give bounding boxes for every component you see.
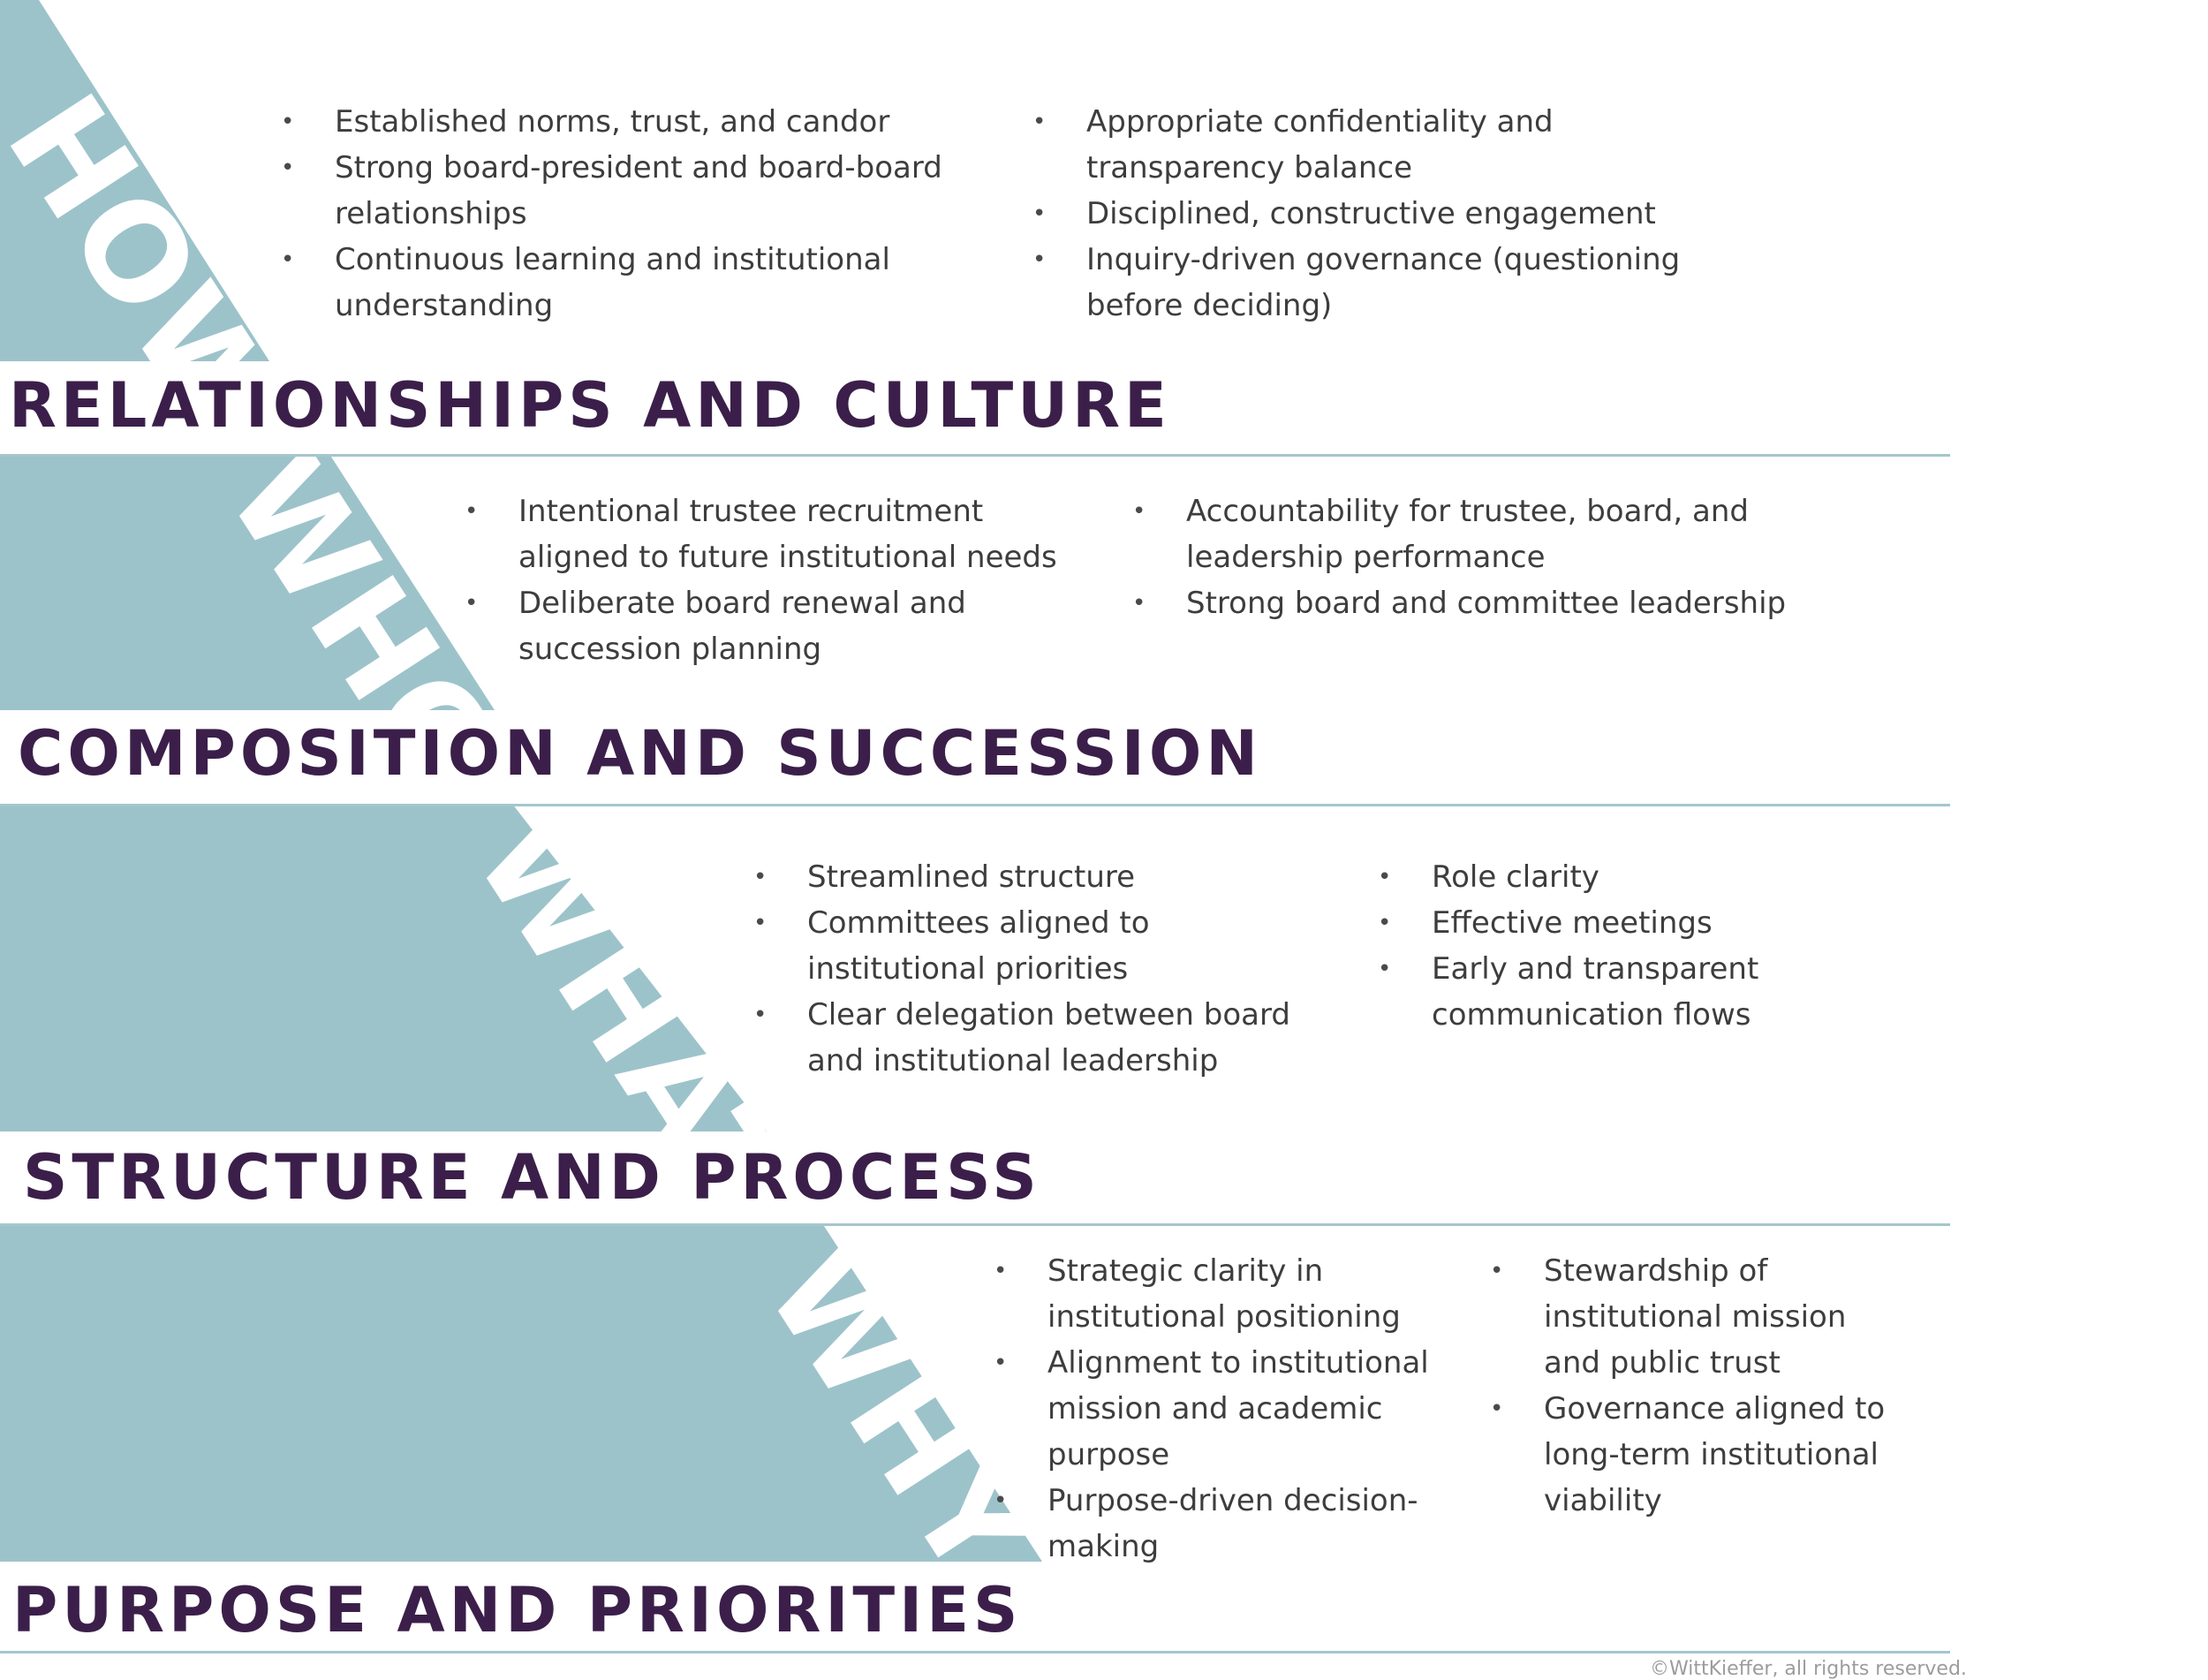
list-item: Effective meetings xyxy=(1378,900,1872,946)
band-divider xyxy=(0,1223,1950,1226)
list-item: Appropriate confidentiality and transpar… xyxy=(1032,99,1757,191)
list-item: Streamlined structure xyxy=(753,854,1319,900)
band-title-composition: COMPOSITION AND SUCCESSION xyxy=(18,717,1262,790)
purpose-bullets-left: Strategic clarity in institutional posit… xyxy=(994,1248,1488,1570)
band-shape-purpose xyxy=(0,1226,1042,1562)
composition-bullets-left: Intentional trustee recruitment aligned … xyxy=(465,488,1065,672)
list-item: Established norms, trust, and candor xyxy=(281,99,979,145)
list-item: Strategic clarity in institutional posit… xyxy=(994,1248,1488,1340)
band-divider xyxy=(0,1651,1950,1654)
band-title-relationships: RELATIONSHIPS AND CULTURE xyxy=(9,369,1171,442)
composition-bullets-right: Accountability for trustee, board, and l… xyxy=(1132,488,1839,626)
list-item: Strong board-president and board-board r… xyxy=(281,145,979,237)
list-item: Deliberate board renewal and succession … xyxy=(465,580,1065,672)
relationships-bullets-left: Established norms, trust, and candor Str… xyxy=(281,99,979,329)
list-item: Governance aligned to long-term institut… xyxy=(1490,1386,1949,1524)
list-item: Committees aligned to institutional prio… xyxy=(753,900,1319,992)
structure-bullets-right: Role clarity Effective meetings Early an… xyxy=(1378,854,1872,1038)
list-item: Role clarity xyxy=(1378,854,1872,900)
band-shape-structure xyxy=(0,804,767,1131)
band-shape-composition xyxy=(0,454,495,710)
list-item: Inquiry-driven governance (questioning b… xyxy=(1032,237,1757,329)
list-item: Clear delegation between board and insti… xyxy=(753,992,1319,1084)
structure-bullets-left: Streamlined structure Committees aligned… xyxy=(753,854,1319,1084)
purpose-bullets-right: Stewardship of institutional mission and… xyxy=(1490,1248,1949,1524)
relationships-bullets-right: Appropriate confidentiality and transpar… xyxy=(1032,99,1757,329)
list-item: Stewardship of institutional mission and… xyxy=(1490,1248,1949,1386)
list-item: Disciplined, constructive engagement xyxy=(1032,191,1757,237)
list-item: Alignment to institutional mission and a… xyxy=(994,1340,1488,1478)
list-item: Strong board and committee leadership xyxy=(1132,580,1839,626)
copyright-notice: ©WittKieffer, all rights reserved. xyxy=(1650,1658,1967,1680)
list-item: Early and transparent communication flow… xyxy=(1378,946,1872,1038)
list-item: Intentional trustee recruitment aligned … xyxy=(465,488,1065,580)
band-divider xyxy=(0,804,1950,806)
list-item: Continuous learning and institutional un… xyxy=(281,237,979,329)
band-divider xyxy=(0,454,1950,457)
band-title-purpose: PURPOSE AND PRIORITIES xyxy=(12,1574,1023,1646)
list-item: Accountability for trustee, board, and l… xyxy=(1132,488,1839,580)
band-title-structure: STRUCTURE AND PROCESS xyxy=(23,1141,1041,1214)
list-item: Purpose-driven decision-making xyxy=(994,1478,1488,1570)
band-shape-relationships xyxy=(0,0,269,361)
